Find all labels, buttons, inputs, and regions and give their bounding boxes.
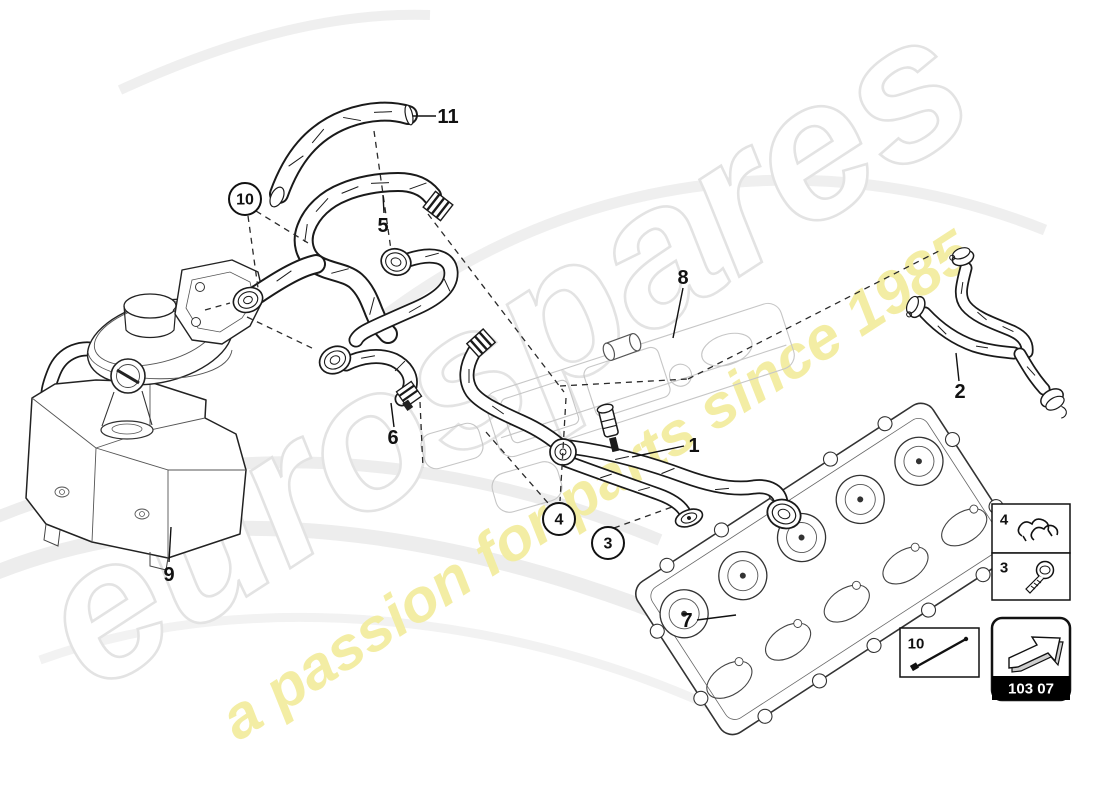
callout-6[interactable]: 6 [387,427,398,449]
assembly-vertical-connector [596,403,620,453]
svg-text:10: 10 [236,192,254,209]
assembly-ring-fitting [380,247,412,277]
callout-5[interactable]: 5 [377,215,388,237]
legend-clip-label: 4 [1000,512,1009,529]
hose-2-fitting-bottom [1040,388,1067,419]
legend: 4 3 10 [899,503,1072,702]
hose-6-ring-fitting [318,345,352,375]
legend-screw-box[interactable]: 3 [991,552,1071,601]
svg-text:4: 4 [555,512,564,529]
callout-10[interactable]: 10 [228,182,262,216]
cover-port-stub [602,332,642,362]
svg-text:3: 3 [604,536,613,553]
cylinder-head-cover [635,402,1019,736]
assembly-corrugated-fitting [465,327,497,359]
hose-clip-icon [1017,518,1059,542]
cable-tie-icon [909,636,969,672]
legend-screw-label: 3 [1000,560,1008,577]
screw-icon [1025,560,1055,594]
hose-5 [232,172,454,344]
callout-4[interactable]: 4 [542,502,576,536]
assembly-ribbed-plug [766,498,802,530]
callout-11[interactable]: 11 [437,106,458,128]
assembly-foot-fitting [674,508,704,528]
leader-lines [168,115,960,621]
callout-3[interactable]: 3 [591,526,625,560]
hose-11 [269,101,418,208]
part-group-arrow-icon [1008,636,1064,673]
callout-7[interactable]: 7 [681,610,692,632]
engine-cover-ghost [420,302,795,513]
manifold-ghost-ports [420,422,563,513]
callout-8[interactable]: 8 [677,267,688,289]
legend-clip-box[interactable]: 4 [991,503,1071,554]
hose-2-fitting-top [949,247,975,267]
legend-tie-box[interactable]: 10 [899,627,980,678]
part-group-link[interactable]: 103 07 [990,616,1072,702]
part-group-code: 103 07 [1008,681,1054,698]
tank-mounting-bracket [174,259,265,345]
hose-6 [318,345,423,411]
legend-tie-label: 10 [908,636,925,653]
breather-hose-assembly [348,247,802,530]
callouts: 1 2 5 6 7 8 9 11 10 4 3 [163,106,965,632]
callout-2[interactable]: 2 [954,381,965,403]
hose-2-fitting-left [905,295,926,319]
hose-5-ring-fitting [232,286,264,314]
callout-9[interactable]: 9 [163,564,174,586]
dashed-locator-lines [204,130,942,529]
hose-2 [905,247,1067,419]
hose-6-connector [395,380,423,411]
hose-5-corrugated-fitting [422,190,454,222]
callout-1[interactable]: 1 [688,435,699,457]
